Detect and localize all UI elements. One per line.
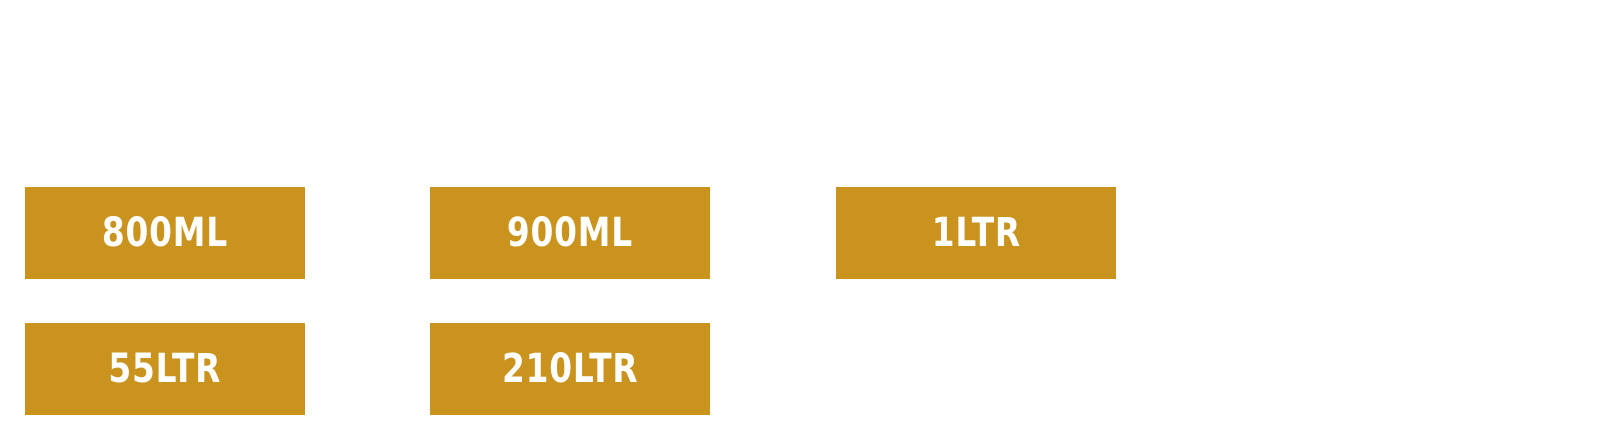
size-option-900ml[interactable]: 900ML bbox=[430, 187, 710, 279]
size-option-1ltr[interactable]: 1LTR bbox=[836, 187, 1116, 279]
size-option-label: 210LTR bbox=[501, 346, 639, 392]
size-option-55ltr[interactable]: 55LTR bbox=[25, 323, 305, 415]
size-option-210ltr[interactable]: 210LTR bbox=[430, 323, 710, 415]
size-option-800ml[interactable]: 800ML bbox=[25, 187, 305, 279]
size-option-label: 55LTR bbox=[108, 346, 222, 392]
size-option-label: 900ML bbox=[506, 210, 634, 256]
size-option-label: 1LTR bbox=[931, 210, 1021, 256]
size-option-label: 800ML bbox=[101, 210, 229, 256]
